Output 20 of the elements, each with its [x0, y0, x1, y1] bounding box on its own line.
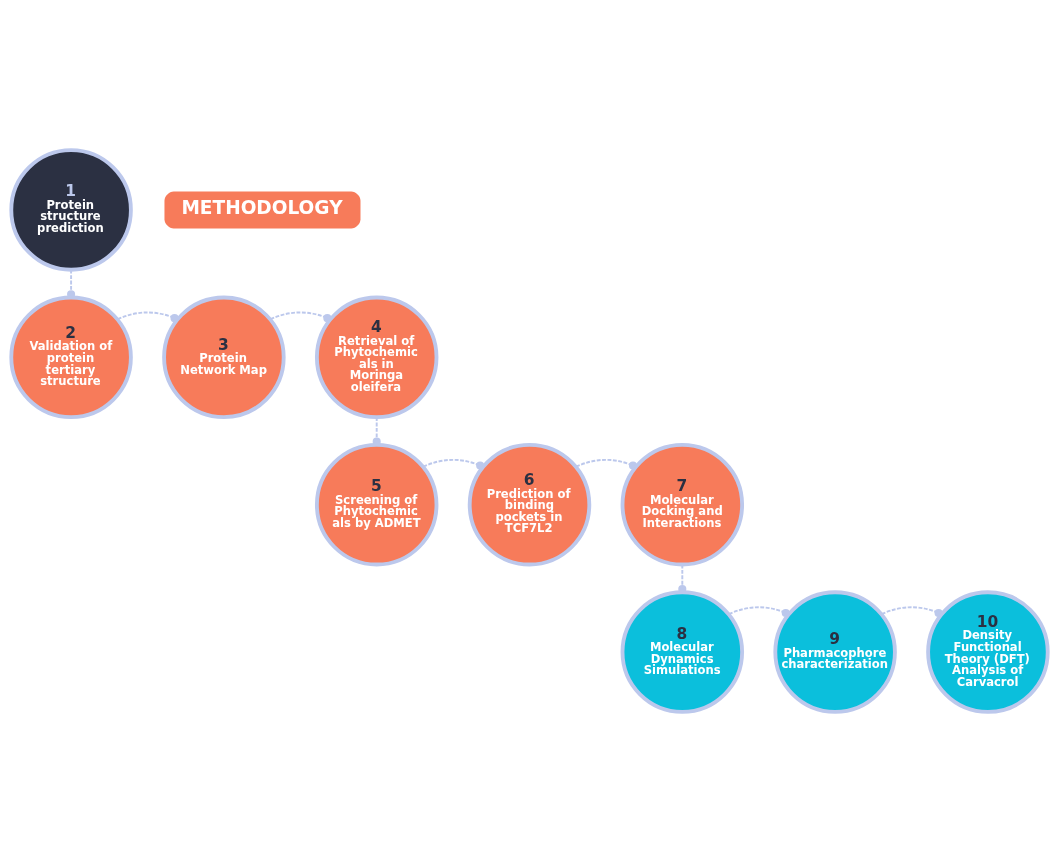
node-circle: 2 Validation of protein tertiary structure [9, 295, 133, 420]
node-circle: 9 Pharmacophore characterization [773, 590, 897, 714]
connector [269, 311, 332, 323]
connector [372, 416, 381, 446]
connector [575, 458, 637, 470]
connector [422, 458, 485, 470]
node-circle: 1 Protein structure prediction [9, 148, 133, 272]
connector [727, 606, 790, 617]
connector [67, 268, 76, 299]
node-circle: 4 Retrieval of Phytochemic als in Moringa oleifera [314, 295, 439, 420]
node-circle: 5 Screening of Phytochemic als by ADMET [314, 442, 439, 567]
node-circle: 10 Density Functional Theory (DFT) Analysis of Carvacrol [926, 590, 1050, 714]
node-circle: 3 Protein Network Map [162, 295, 286, 420]
connector [116, 311, 179, 323]
node-circle: 7 Molecular Docking and Interactions [620, 442, 745, 567]
node-box: METHODOLOGY [164, 191, 361, 229]
node-circle: 6 Prediction of binding pockets in TCF7L2 [467, 442, 592, 567]
node-circle: 8 Molecular Dynamics Simulations [620, 590, 745, 714]
connector [880, 606, 943, 617]
connector [678, 563, 687, 594]
